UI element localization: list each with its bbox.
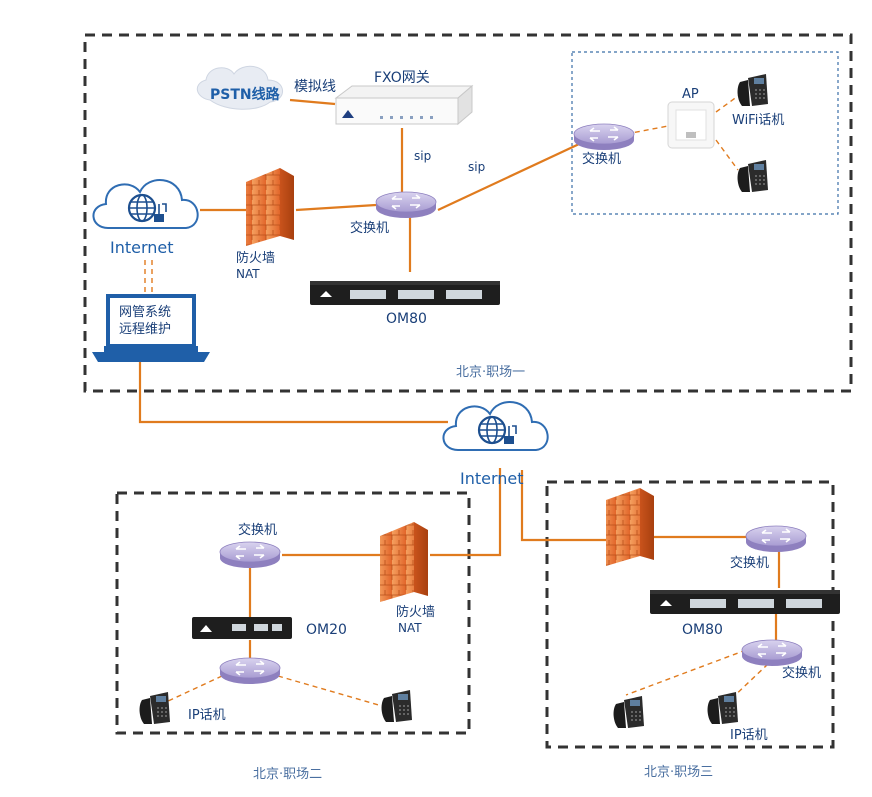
site3-name: 北京·职场三	[644, 765, 713, 780]
om80-label-site3: OM80	[682, 622, 723, 638]
internet-label-site1: Internet	[110, 238, 174, 257]
ip-phone-label-site3: IP话机	[730, 728, 768, 743]
switch-icon-site3-top	[745, 525, 807, 553]
pstn-label: PSTN线路	[210, 86, 281, 103]
om80-icon-site1	[310, 281, 500, 305]
wifi-area-boundary	[571, 51, 839, 215]
site1-name: 北京·职场一	[456, 365, 525, 380]
wifi-phone-icon-bottom	[737, 160, 768, 192]
ap-label: AP	[682, 87, 699, 102]
ip-phone-icon-site3-right	[707, 692, 738, 724]
switch-icon-site2	[219, 541, 281, 569]
fxo-gateway-label: FXO网关	[374, 70, 430, 86]
wifi-phone-icon-top	[737, 74, 768, 106]
site2-name: 北京·职场二	[253, 767, 322, 782]
sip-label-b: sip	[468, 160, 485, 174]
analog-line-label: 模拟线	[294, 79, 336, 95]
ip-phone-icon-site2-left	[139, 692, 170, 724]
switch-label-site3-top: 交换机	[730, 555, 769, 571]
om80-label-site1: OM80	[386, 311, 427, 327]
ip-phone-icon-site2-right	[381, 690, 412, 722]
switch-icon-wifi	[573, 123, 635, 151]
nat-label-site1: NAT	[236, 267, 260, 281]
firewall-label-site2: 防火墙	[396, 604, 435, 620]
switch-icon-site2-lower	[219, 657, 281, 685]
internet-cloud-icon-center	[442, 400, 549, 452]
fxo-gateway-icon	[334, 84, 474, 126]
sip-label-a: sip	[414, 149, 431, 163]
wifi-phone-label: WiFi话机	[732, 113, 784, 128]
site2-boundary	[115, 491, 471, 735]
om80-icon-site3	[650, 590, 840, 614]
laptop-label-line1: 网管系统	[119, 305, 171, 320]
switch-label-wifi: 交换机	[582, 151, 621, 167]
switch-icon-site1	[375, 191, 437, 219]
firewall-label-site1: 防火墙	[236, 250, 275, 266]
ip-phone-icon-site3-left	[613, 696, 644, 728]
laptop-label-line2: 远程维护	[119, 322, 171, 337]
nat-label-site2: NAT	[398, 621, 422, 635]
switch-label-site1: 交换机	[350, 220, 389, 236]
switch-label-site2: 交换机	[238, 522, 277, 538]
ip-phone-label-site2: IP话机	[188, 708, 226, 723]
internet-cloud-icon-site1	[92, 178, 199, 230]
switch-icon-site3-bottom	[741, 639, 803, 667]
firewall-icon-site2	[380, 522, 428, 602]
links	[138, 95, 781, 707]
laptop-icon	[92, 294, 210, 362]
switch-label-site3-bottom: 交换机	[782, 665, 821, 681]
pstn-cloud-icon: PSTN线路	[196, 65, 283, 110]
om20-label: OM20	[306, 622, 347, 638]
site1-boundary	[83, 33, 853, 393]
internet-label-center: Internet	[460, 469, 524, 488]
firewall-icon-site1	[246, 168, 294, 246]
firewall-icon-site3	[606, 488, 654, 566]
site3-boundary	[545, 480, 835, 749]
om20-icon	[192, 617, 292, 639]
ap-icon	[667, 101, 715, 149]
